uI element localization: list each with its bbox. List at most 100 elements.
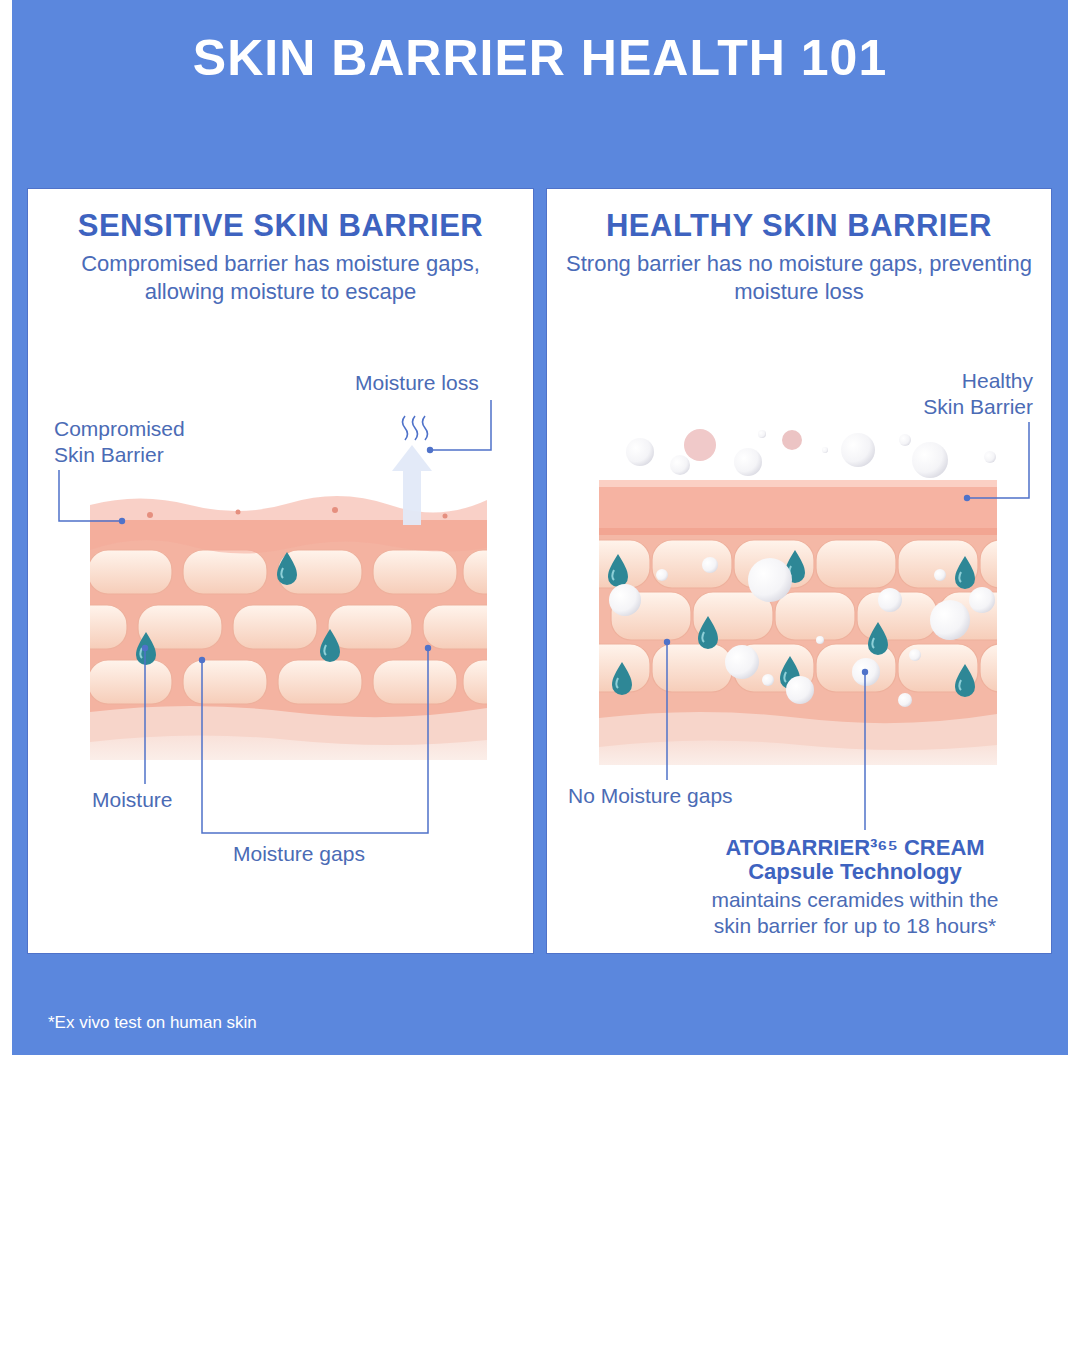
compromised-skin-illustration: [392, 445, 432, 525]
leader-line: [666, 642, 668, 780]
leader-dot: [862, 669, 868, 675]
healthy-skin-illustration: [980, 540, 997, 588]
healthy-skin-illustration: [599, 712, 997, 750]
healthy-skin-illustration: [816, 636, 824, 644]
compromised-skin-illustration: [277, 552, 297, 585]
compromised-skin-illustration: [278, 660, 362, 704]
callout-label: Moisture gaps: [233, 841, 365, 867]
healthy-skin-illustration: [786, 676, 814, 704]
compromised-skin-illustration: [278, 550, 362, 594]
healthy-skin-illustration: [599, 480, 997, 487]
healthy-skin-illustration: [762, 674, 774, 686]
compromised-skin-illustration: [90, 605, 127, 649]
healthy-skin-illustration: [599, 480, 997, 535]
healthy-skin-illustration: [599, 535, 997, 725]
panel-box: SENSITIVE SKIN BARRIERCompromised barrie…: [27, 188, 534, 954]
healthy-skin-illustration: [841, 433, 875, 467]
compromised-skin-illustration: [403, 416, 428, 440]
healthy-skin-illustration: [626, 438, 654, 466]
leader-dot: [119, 447, 970, 675]
compromised-skin-illustration: [320, 629, 340, 662]
healthy-skin-illustration: [599, 540, 650, 588]
healthy-skin-illustration: [684, 429, 716, 461]
healthy-skin-illustration: [955, 664, 975, 697]
compromised-skin-illustration: [233, 605, 317, 649]
leader-dot: [664, 639, 670, 645]
callout-label: No Moisture gaps: [568, 783, 733, 809]
diagram-title: SKIN BARRIER HEALTH 101: [12, 28, 1068, 88]
healthy-skin-illustration: [725, 645, 759, 679]
callout-label: Moisture: [92, 787, 173, 813]
compromised-skin-illustration: [183, 660, 267, 704]
healthy-skin-illustration: [984, 451, 996, 463]
panel-ground: [27, 188, 534, 954]
panel-subtitle: Compromised barrier has moisture gaps, a…: [38, 250, 523, 306]
healthy-skin-illustration: [652, 644, 732, 692]
healthy-skin-illustration: [930, 600, 970, 640]
panel-ground: [546, 188, 1052, 954]
healthy-skin-illustration: [898, 693, 912, 707]
healthy-skin-illustration: [912, 442, 948, 478]
compromised-skin-illustration: [373, 660, 457, 704]
healthy-skin-illustration: [969, 587, 995, 613]
leader-line: [59, 400, 1029, 833]
leader-line: [59, 470, 122, 521]
compromised-skin-illustration: [236, 510, 241, 515]
product-name: ATOBARRIER³⁶⁵ CREAM: [675, 835, 1035, 861]
compromised-skin-illustration: [136, 632, 156, 665]
callout-label: Healthy Skin Barrier: [917, 368, 1033, 420]
background-band: [12, 0, 1068, 1055]
panel-subtitle: Strong barrier has no moisture gaps, pre…: [557, 250, 1041, 306]
compromised-skin-illustration: [423, 605, 487, 649]
compromised-skin-illustration: [43, 416, 547, 760]
leader-dot: [425, 645, 431, 651]
healthy-skin-illustration: [599, 540, 997, 692]
callout-label: Moisture loss: [355, 370, 479, 396]
leader-line: [202, 648, 428, 833]
healthy-skin-illustration: [652, 540, 732, 588]
compromised-skin-illustration: [147, 512, 153, 518]
healthy-skin-illustration: [612, 662, 632, 695]
compromised-skin-illustration: [463, 550, 487, 594]
leader-dot: [199, 657, 205, 663]
panel-heading: HEALTHY SKIN BARRIER: [557, 207, 1041, 246]
compromised-skin-illustration: [90, 660, 172, 704]
compromised-skin-illustration: [328, 605, 412, 649]
leader-line: [967, 422, 1029, 498]
healthy-skin-illustration: [868, 622, 888, 655]
footnote: *Ex vivo test on human skin: [48, 1013, 257, 1033]
healthy-skin-illustration: [599, 528, 997, 535]
compromised-skin-illustration: [443, 514, 448, 519]
healthy-skin-illustration: [734, 448, 762, 476]
compromised-skin-illustration: [90, 550, 172, 594]
leader-line: [144, 648, 146, 784]
compromised-skin-illustration: [332, 507, 338, 513]
compromised-skin-illustration: [373, 550, 457, 594]
healthy-skin-illustration: [822, 447, 828, 453]
healthy-skin-illustration: [878, 588, 902, 612]
callout-label: Compromised Skin Barrier: [54, 416, 214, 468]
leader-dot: [427, 447, 433, 453]
healthy-skin-illustration: [698, 616, 718, 649]
healthy-skin-illustration: [782, 430, 802, 450]
healthy-skin-illustration: [758, 430, 766, 438]
leader-dot: [142, 645, 148, 651]
healthy-skin-illustration: [980, 644, 997, 692]
healthy-skin-illustration: [909, 649, 921, 661]
product-claim: maintains ceramides within the skin barr…: [695, 887, 1015, 939]
healthy-skin-illustration: [656, 569, 668, 581]
healthy-skin-illustration: [955, 556, 975, 589]
product-technology: Capsule Technology: [675, 859, 1035, 885]
healthy-skin-illustration: [609, 584, 641, 616]
healthy-skin-illustration: [899, 434, 911, 446]
healthy-skin-illustration: [702, 557, 718, 573]
leader-dot: [119, 518, 125, 524]
healthy-skin-illustration: [608, 554, 628, 587]
leader-dot: [964, 495, 970, 501]
healthy-skin-illustration: [852, 658, 880, 686]
healthy-skin-illustration: [816, 540, 896, 588]
compromised-skin-illustration: [183, 550, 267, 594]
leader-line: [430, 400, 491, 450]
healthy-skin-illustration: [898, 540, 978, 588]
leader-line: [864, 672, 866, 830]
